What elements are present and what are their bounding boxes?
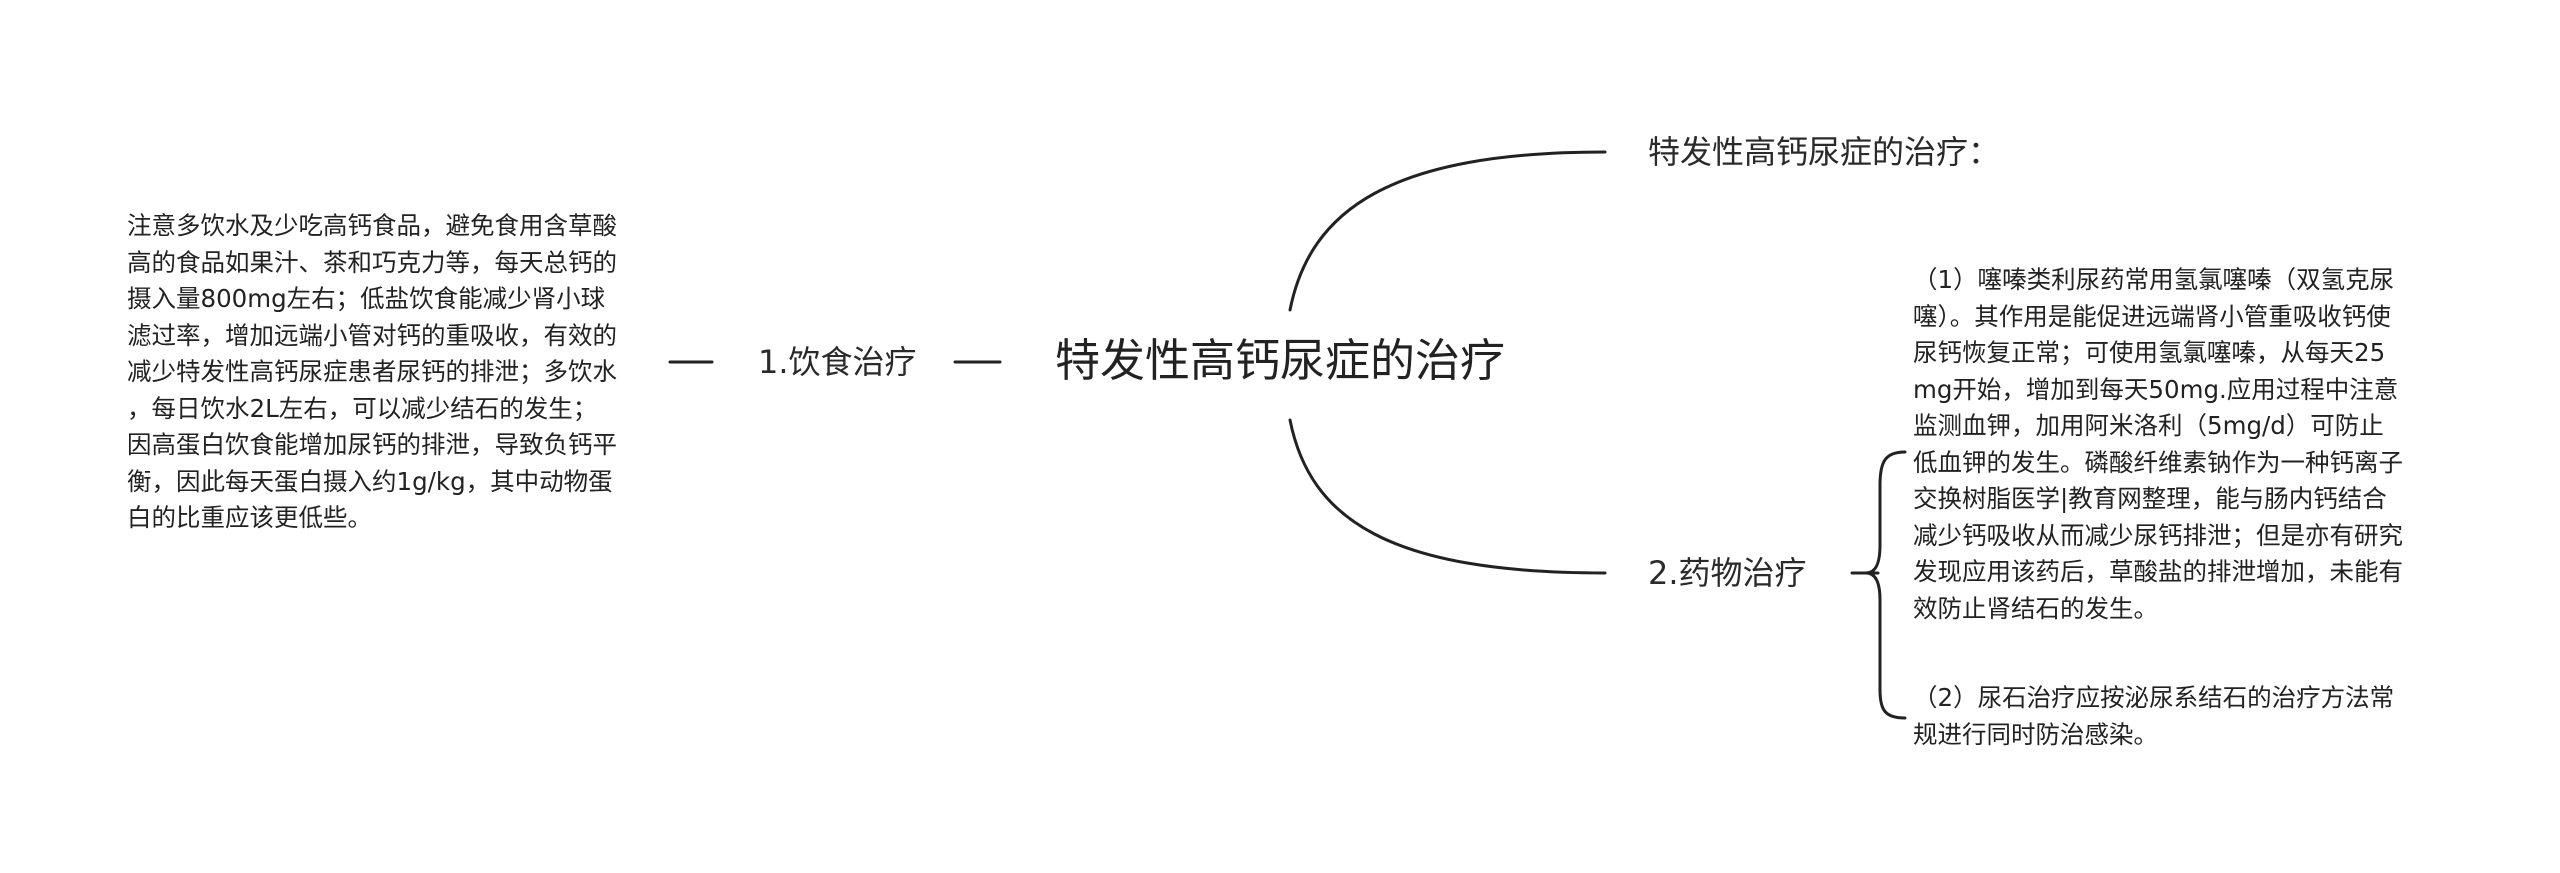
root-topic: 特发性高钙尿症的治疗 xyxy=(1055,334,1506,387)
branch-diet-therapy: 1.饮食治疗 xyxy=(758,343,917,381)
branch-drug-therapy: 2.药物治疗 xyxy=(1648,554,1807,592)
drug-therapy-item-1: （1）噻嗪类利尿药常用氢氯噻嗪（双氢克尿 噻）。其作用是能促进远端肾小管重吸收钙… xyxy=(1913,265,2403,623)
drug-bracket xyxy=(1865,450,1907,720)
connector-root-top xyxy=(1288,150,1607,312)
drug-therapy-item-2: （2）尿石治疗应按泌尿系结石的治疗方法常 规进行同时防治感染。 xyxy=(1913,683,2395,749)
diet-therapy-detail: 注意多饮水及少吃高钙食品，避免食用含草酸 高的食品如果汁、茶和巧克力等，每天总钙… xyxy=(127,211,617,532)
connector-root-drug xyxy=(1288,418,1607,575)
branch-topic-title: 特发性高钙尿症的治疗： xyxy=(1648,133,2001,171)
